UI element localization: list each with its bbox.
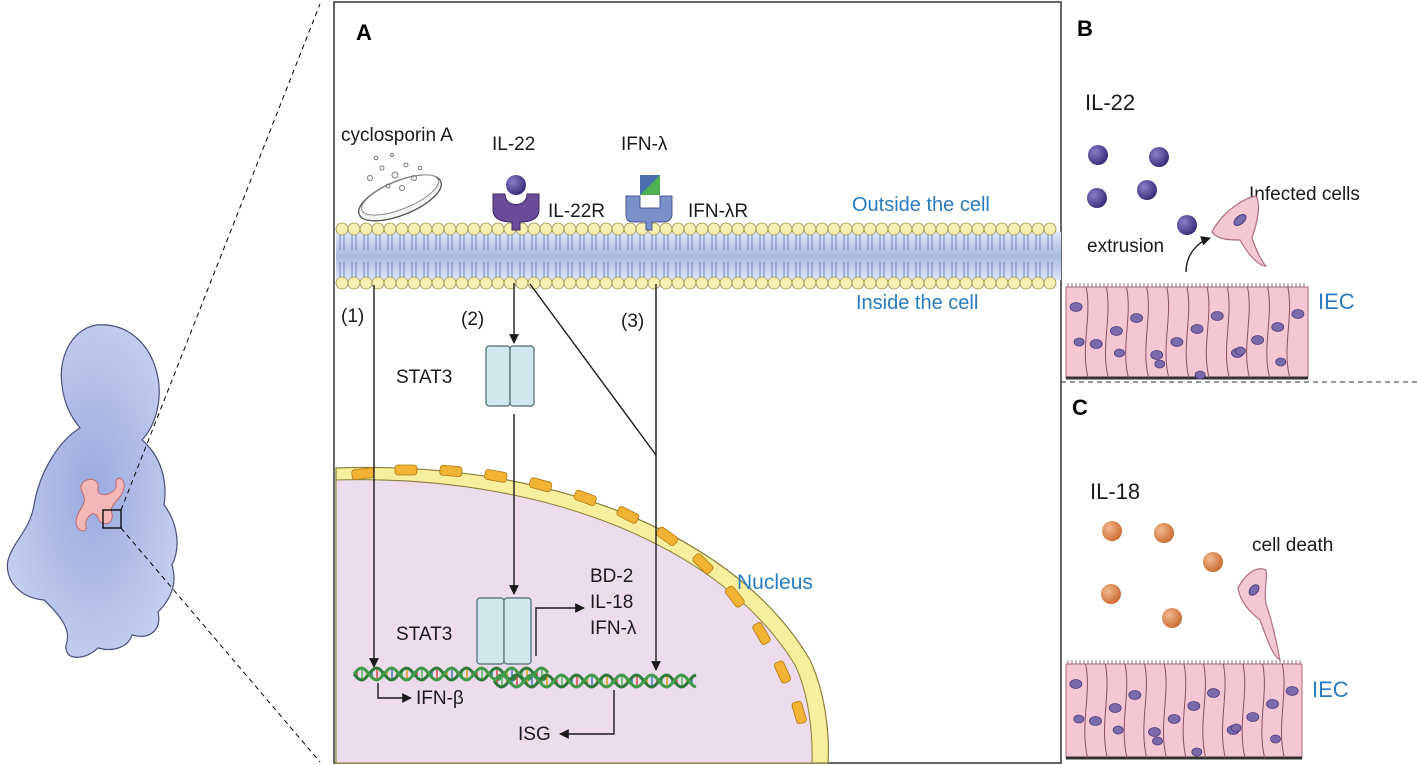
ifn-lambda-label: IFN-λ [621,134,668,155]
infected-cells-label: Infected cells [1249,184,1360,205]
panel-a-letter: A [356,20,372,45]
stat3-nuclear-label: STAT3 [396,624,452,645]
arrow-dna-isg [559,690,615,739]
arrow-stat3-outputs [535,603,585,656]
zoom-line-top [120,3,321,511]
nucleus-label: Nucleus [737,571,813,594]
panel-c-il18-label: IL-18 [1090,479,1140,504]
outside-cell-label: Outside the cell [852,194,990,216]
ifn-beta-label: IFN-β [416,688,464,709]
extrusion-arrow [1185,236,1211,273]
cell-membrane [335,222,1061,290]
panel-c-letter: C [1072,395,1088,420]
dying-cell-icon [1237,568,1281,662]
intestine-icon [75,478,125,532]
stat3-cytoplasmic [485,345,535,407]
iec-label-b: IEC [1318,289,1355,314]
panel-b-letter: B [1077,16,1093,41]
ifn-lambda-output-label: IFN-λ [590,618,637,639]
ifn-lambda-r-label: IFN-λR [688,201,748,222]
cyclosporin-a-tablet-icon [358,153,442,222]
il22r-label: IL-22R [548,201,605,222]
membrane-heads-inner [335,276,1057,290]
iec-label-c: IEC [1312,677,1349,702]
iec-epithelium-c [1065,660,1303,760]
zoom-line-bottom [120,527,321,763]
cyclosporin-a-label: cyclosporin A [341,125,453,146]
il22-molecules [1087,145,1197,235]
cell-death-label: cell death [1252,535,1333,556]
zoom-box [102,509,122,529]
pathway-3-label: (3) [621,311,644,332]
il18-molecules [1101,521,1223,628]
infected-cell-icon [1211,195,1268,267]
isg-label: ISG [518,724,551,745]
pathway-2-label: (2) [461,309,484,330]
il22-receptor [492,193,540,231]
membrane-heads-outer [335,222,1057,236]
bd2-label: BD-2 [590,566,633,587]
nuclear-pores [351,464,807,725]
panel-b-il22-label: IL-22 [1085,90,1135,115]
stat3-nuclear [476,597,532,665]
membrane-lipid-tails [339,235,1053,277]
inside-cell-label: Inside the cell [856,292,978,314]
stat3-cytoplasmic-label: STAT3 [396,367,452,388]
arrow-dna-ifnb [377,683,412,703]
il22-label: IL-22 [492,134,535,155]
extrusion-label: extrusion [1087,236,1164,257]
pathway-arrows [369,283,661,739]
il22-ligand-ball [506,175,526,195]
ifn-lambda-receptor [625,195,673,231]
pathway-1-label: (1) [341,306,364,327]
nucleus [335,464,829,764]
ifn-lambda-ligand [640,175,660,195]
line-il22r-junction [529,283,657,456]
iec-epithelium-b [1065,283,1309,380]
il18-output-label: IL-18 [590,592,633,613]
dna-helix-right [492,673,697,689]
